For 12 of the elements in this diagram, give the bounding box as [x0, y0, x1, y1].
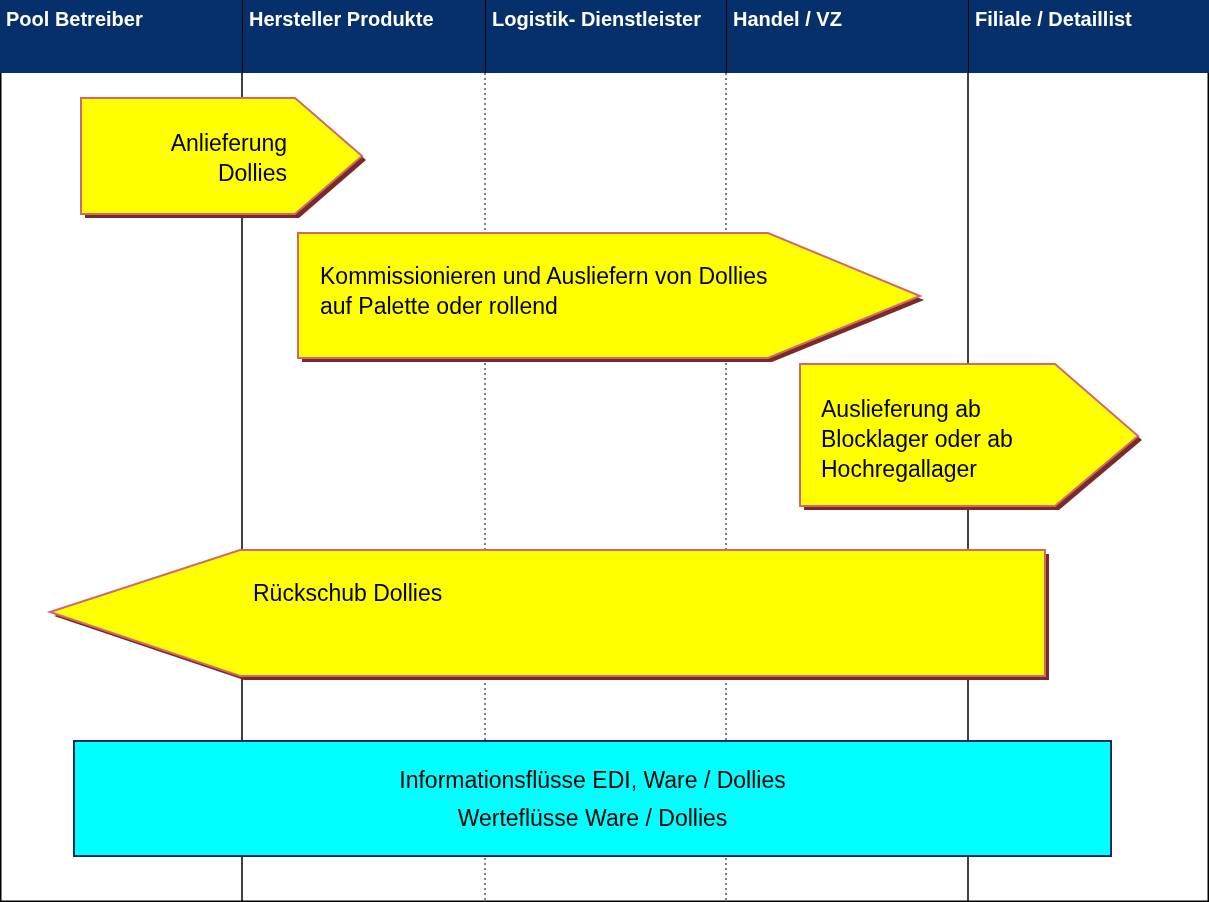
info-box [73, 740, 1112, 857]
lane-header: Logistik- Dienstleister [485, 0, 726, 73]
lane-header: Hersteller Produkte [242, 0, 485, 73]
lane-header: Pool Betreiber [0, 0, 242, 73]
info-text: Werteflüsse Ware / Dollies [457, 805, 728, 830]
arrow-label: Rückschub Dollies [253, 579, 444, 608]
info-text: Informationsflüsse EDI, Ware / Dollies [399, 767, 786, 792]
arrow-label: Anlieferung Dollies [169, 129, 287, 188]
arrow-label: Kommissionieren und Ausliefern von Dollies auf Palette oder rollend [320, 262, 769, 321]
arrow-label: Auslieferung ab Blocklager oder ab Hochregallager [821, 395, 1014, 484]
lane-header: Filiale / Detaillist [968, 0, 1209, 73]
lane-header: Handel / VZ [726, 0, 968, 73]
